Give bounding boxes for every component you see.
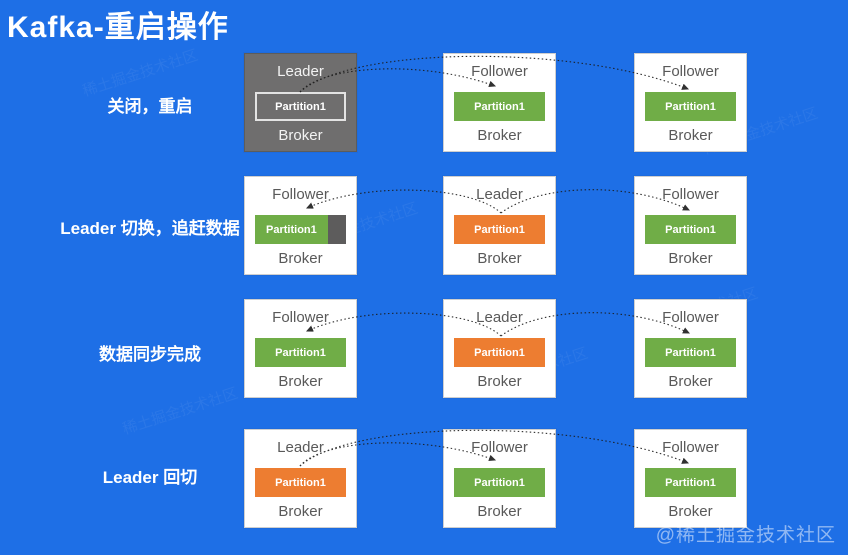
watermark-tile: 稀土掘金技术社区 [80,46,201,101]
broker-label: Broker [477,373,522,390]
row-label-shutdown-restart: 关闭，重启 [107,97,193,116]
broker-box: Leader Partition1 Broker [244,429,357,528]
broker-box: Follower Partition1 Broker [634,299,747,398]
broker-box: Follower Partition1 Broker [634,429,747,528]
role-label: Follower [662,186,719,203]
role-label: Leader [277,439,324,456]
role-label: Follower [662,309,719,326]
broker-box: Follower Partition1 Broker [443,53,556,152]
watermark-juejin: @稀土掘金技术社区 [655,525,836,546]
broker-label: Broker [477,503,522,520]
broker-label: Broker [278,373,323,390]
row-label-leader-switchback: Leader 回切 [102,468,198,487]
partition-badge: Partition1 [645,92,736,121]
partition-badge: Partition1 [454,468,545,497]
role-label: Leader [476,309,523,326]
catchup-gap [327,215,346,244]
broker-label: Broker [278,503,323,520]
broker-box: Leader Partition1 Broker [443,176,556,275]
role-label: Follower [471,439,528,456]
broker-label: Broker [278,127,323,144]
broker-box: Follower Partition1 Broker [634,53,747,152]
broker-label: Broker [477,250,522,267]
broker-box: Follower Partition1 Broker [443,429,556,528]
partition-badge: Partition1 [645,468,736,497]
partition-badge: Partition1 [454,215,545,244]
partition-badge: Partition1 [454,92,545,121]
role-label: Follower [662,439,719,456]
watermark-tile: 稀土掘金技术社区 [120,384,241,439]
role-label: Leader [476,186,523,203]
broker-label: Broker [668,373,713,390]
broker-box: Follower Partition1 Broker [634,176,747,275]
broker-box: Leader Partition1 Broker [443,299,556,398]
role-label: Follower [662,63,719,80]
broker-label: Broker [278,250,323,267]
role-label: Follower [272,309,329,326]
partition-badge: Partition1 [255,92,346,121]
partition-badge: Partition1 [454,338,545,367]
page-title: Kafka-重启操作 [7,11,229,44]
role-label: Follower [272,186,329,203]
broker-label: Broker [668,503,713,520]
partition-badge: Partition1 [645,215,736,244]
broker-box: Leader Partition1 Broker [244,53,357,152]
row-label-leader-switch: Leader 切换，追赶数据 [60,219,240,238]
partition-badge: Partition1 [645,338,736,367]
broker-box: Follower Partition1 Broker [244,176,357,275]
partition-badge: Partition1 [255,338,346,367]
broker-label: Broker [668,250,713,267]
partition-badge: Partition1 [255,468,346,497]
partition-badge: Partition1 [255,215,346,244]
role-label: Leader [277,63,324,80]
broker-label: Broker [477,127,522,144]
role-label: Follower [471,63,528,80]
broker-label: Broker [668,127,713,144]
broker-box: Follower Partition1 Broker [244,299,357,398]
row-label-sync-complete: 数据同步完成 [99,345,201,364]
